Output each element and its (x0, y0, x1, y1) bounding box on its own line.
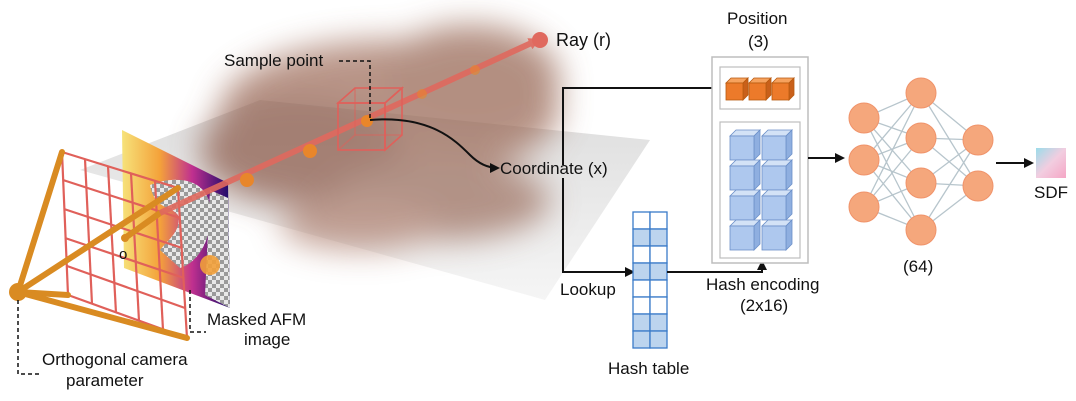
sample-point-leader (339, 60, 371, 120)
mlp-neurons (848, 77, 994, 246)
lookup-label: Lookup (560, 280, 616, 299)
masked-afm-label-1: Masked AFM (207, 310, 306, 329)
position-label-2: (3) (748, 32, 769, 51)
masked-afm-label-2: image (244, 330, 290, 349)
origin-label: o (119, 246, 127, 263)
mlp-width-label: (64) (903, 257, 933, 276)
position-label-1: Position (727, 9, 787, 28)
position-branch (562, 83, 722, 165)
masked-afm-image (122, 130, 230, 308)
hash-encoding-label-1: Hash encoding (706, 275, 819, 294)
gradient-swatch-icon (1036, 148, 1066, 178)
hash-encoding-label-2: (2x16) (740, 296, 788, 315)
hash-table (632, 211, 668, 349)
coordinate-label: Coordinate (x) (500, 159, 608, 178)
afm-leader (189, 290, 206, 333)
camera-label-2: parameter (66, 371, 144, 390)
camera-frustum (15, 149, 190, 341)
sample-point-label: Sample point (224, 51, 324, 70)
lookup-branch (562, 178, 635, 277)
camera-leader (17, 300, 42, 375)
origin-dot (121, 234, 129, 242)
camera-center-dot (9, 283, 27, 301)
mlp-edges (863, 92, 979, 231)
sdf-label: SDF (1034, 183, 1068, 202)
camera-label-1: Orthogonal camera (42, 350, 188, 369)
camera-grid (60, 150, 189, 340)
ray-label: Ray (r) (556, 30, 611, 50)
orange-cube-icon (725, 77, 795, 101)
hash-table-label: Hash table (608, 359, 689, 378)
ray (158, 32, 548, 216)
coordinate-arrow (369, 118, 500, 173)
hash-to-encoding-arrow (667, 260, 767, 273)
